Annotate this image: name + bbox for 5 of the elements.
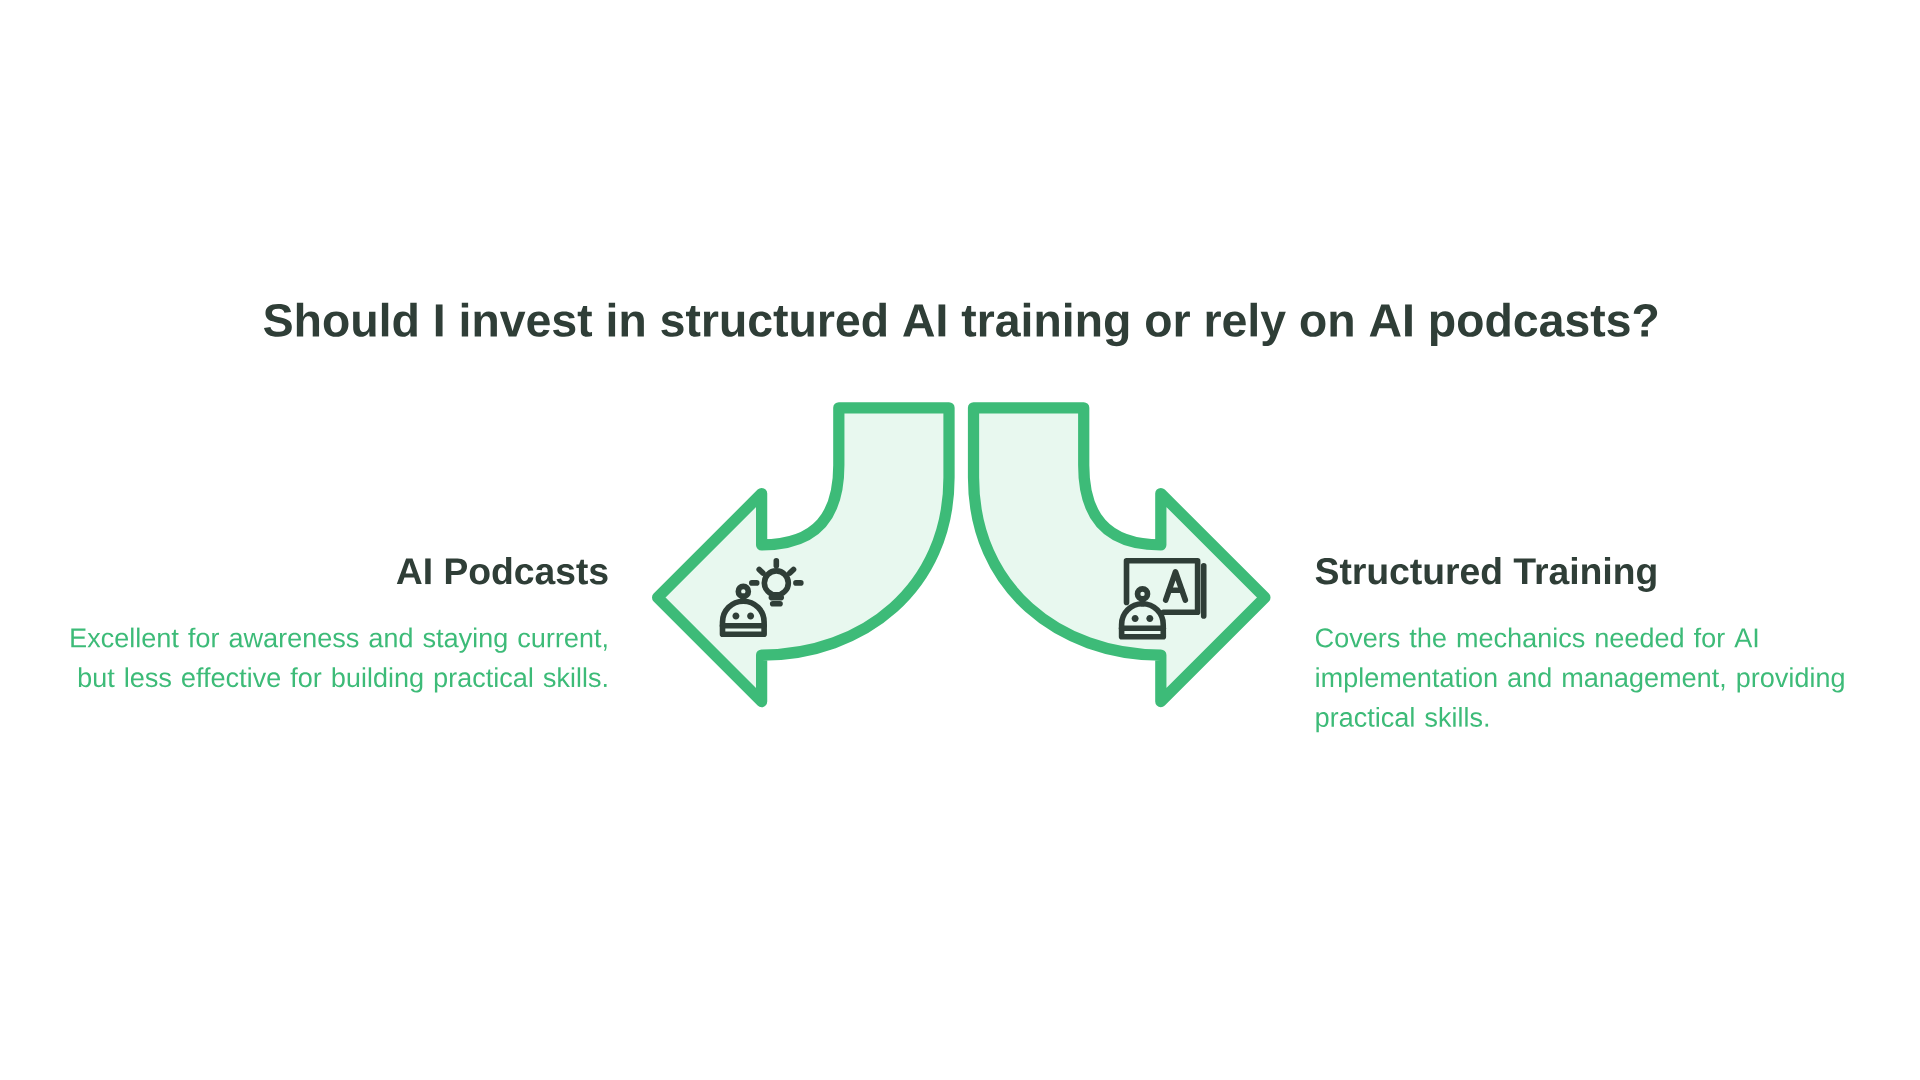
option-description: Covers the mechanics needed for AI implementation and management, providing practical skills. [1316, 627, 1844, 733]
option-heading: Structured Training [1315, 557, 1656, 592]
option-heading: AI Podcasts [396, 557, 608, 585]
option-description: Excellent for awareness and staying current, but less effective for building practical skills. [71, 627, 607, 693]
title: Should I invest in structured AI training or rely on AI podcasts? [264, 302, 1658, 347]
